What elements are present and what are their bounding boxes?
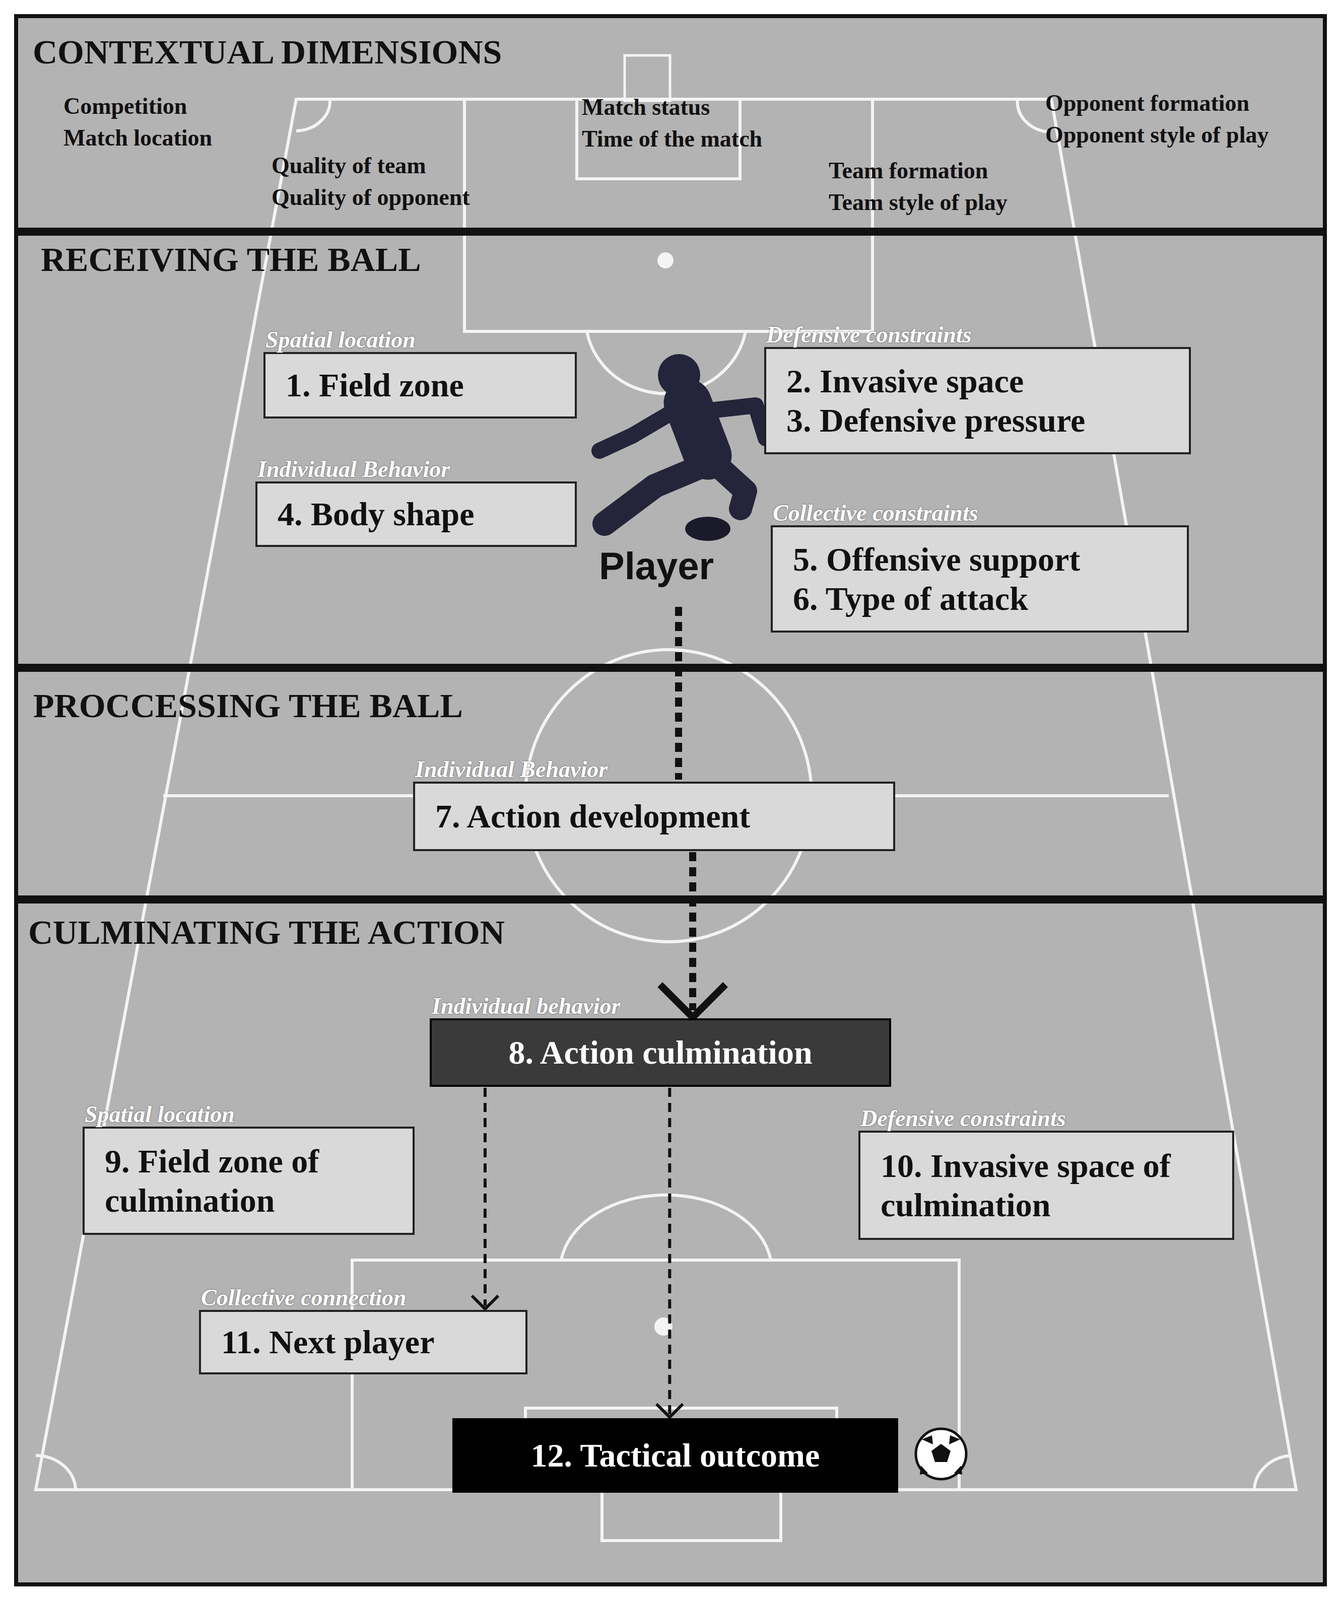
box-text: 6. Type of attack <box>792 579 1167 619</box>
process-box: 12. Tactical outcome <box>452 1418 899 1494</box>
process-box: Individual behavior8. Action culmination <box>429 1018 892 1088</box>
box-text: 4. Body shape <box>277 494 555 534</box>
process-box: Individual Behavior7. Action development <box>413 781 896 852</box>
context-item: Time of the match <box>581 125 763 153</box>
section-band: PROCCESSING THE BALLIndividual Behavior7… <box>14 667 1327 900</box>
flow-arrow <box>662 852 723 1018</box>
section-band: CONTEXTUAL DIMENSIONS CompetitionMatch lo… <box>14 14 1327 232</box>
process-box: Spatial location1. Field zone <box>263 352 577 419</box>
process-box: Defensive constraints10. Invasive space … <box>858 1130 1235 1241</box>
process-box: Individual Behavior4. Body shape <box>255 481 577 548</box>
box-text: 8. Action culmination <box>508 1033 813 1073</box>
context-item: Opponent style of play <box>1045 121 1269 149</box>
context-item: Team formation <box>828 157 988 184</box>
flow-arrow <box>473 1088 498 1310</box>
category-heading: Individual behavior <box>431 992 621 1021</box>
process-box: Spatial location9. Field zone of culmina… <box>82 1126 415 1236</box>
section-band: CULMINATING THE ACTION Individual behavio… <box>14 899 1327 1587</box>
flow-arrow <box>657 1088 682 1418</box>
box-text: 9. Field zone of culmination <box>104 1142 393 1221</box>
section-heading: CONTEXTUAL DIMENSIONS <box>32 32 502 73</box>
context-item: Competition <box>63 92 187 120</box>
category-heading: Spatial location <box>84 1101 235 1129</box>
process-box: Collective constraints5. Offensive suppo… <box>770 525 1189 633</box>
context-item: Quality of opponent <box>271 183 471 211</box>
context-item: Opponent formation <box>1045 89 1250 117</box>
context-item: Match location <box>63 124 213 152</box>
context-item: Match status <box>581 93 710 121</box>
category-heading: Collective connection <box>200 1284 407 1313</box>
category-heading: Individual Behavior <box>415 756 608 784</box>
box-text: 10. Invasive space of culmination <box>880 1146 1213 1226</box>
box-text: 7. Action development <box>435 796 874 837</box>
section-heading: PROCCESSING THE BALL <box>33 686 463 726</box>
player-label: Player <box>598 544 714 588</box>
box-text: 3. Defensive pressure <box>786 400 1169 441</box>
category-heading: Spatial location <box>265 326 416 355</box>
category-heading: Defensive constraints <box>766 321 972 350</box>
process-box: Defensive constraints2. Invasive space3.… <box>764 347 1191 455</box>
box-text: 5. Offensive support <box>792 540 1167 580</box>
context-item: Team style of play <box>828 188 1008 216</box>
section-band: RECEIVING THE BALLSpatial location1. Fie… <box>14 231 1327 668</box>
box-text: 1. Field zone <box>285 365 555 406</box>
category-heading: Collective constraints <box>772 499 979 528</box>
category-heading: Individual Behavior <box>257 455 450 484</box>
section-heading: CULMINATING THE ACTION <box>28 912 505 953</box>
process-box: Collective connection11. Next player <box>198 1310 528 1375</box>
category-heading: Defensive constraints <box>860 1105 1066 1133</box>
section-heading: RECEIVING THE BALL <box>40 239 422 280</box>
context-item: Quality of team <box>271 152 427 179</box>
box-text: 12. Tactical outcome <box>530 1436 821 1476</box>
box-text: 11. Next player <box>221 1322 506 1363</box>
box-text: 2. Invasive space <box>786 361 1169 401</box>
